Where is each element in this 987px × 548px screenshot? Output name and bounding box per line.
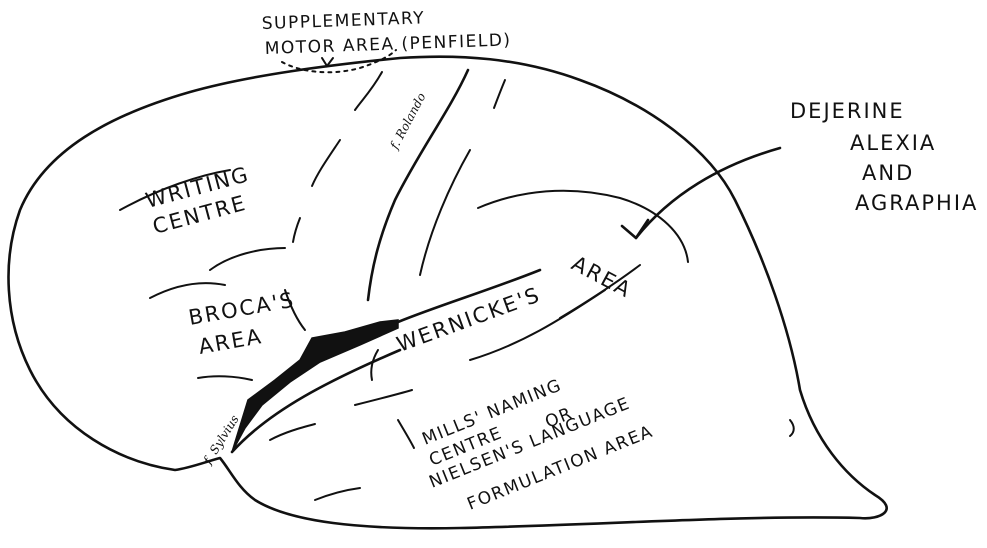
- wernicke-label: WERNICKE'S AREA: [394, 251, 636, 356]
- broca-label: BROCA'S AREA: [187, 288, 297, 359]
- wernicke-area-word: AREA: [568, 251, 636, 303]
- dejerine-line-1: DEJERINE: [790, 99, 905, 123]
- temporal-sulcus-2: [270, 424, 315, 440]
- temporal-sulcus-1: [355, 390, 412, 405]
- temporal-notch: [790, 420, 794, 436]
- supplementary-motor-label: SUPPLEMENTARY MOTOR AREA (PENFIELD): [261, 8, 511, 59]
- dejerine-label: DEJERINE ALEXIA AND AGRAPHIA: [790, 99, 978, 215]
- postcentral-sulcus-2: [494, 80, 505, 108]
- broca-line-2: AREA: [197, 324, 265, 359]
- dejerine-line-2: ALEXIA: [850, 131, 936, 155]
- supplementary-line-1: SUPPLEMENTARY: [261, 8, 425, 34]
- parietal-sulcus-arc: [478, 191, 688, 262]
- rolando-label: f. Rolando: [387, 91, 429, 153]
- writing-centre-label: WRITING CENTRE: [143, 162, 252, 239]
- precentral-sulcus-2: [312, 140, 340, 186]
- dejerine-line-4: AGRAPHIA: [855, 191, 978, 215]
- orbital-line: [198, 376, 252, 380]
- precentral-sulcus: [355, 72, 382, 110]
- mills-label: MILLS' NAMING CENTRE OR NIELSEN'S LANGUA…: [419, 375, 656, 514]
- dejerine-line-3: AND: [862, 161, 914, 185]
- broca-line-1: BROCA'S: [187, 288, 297, 330]
- naming-pointer: [398, 420, 414, 448]
- temporal-sulcus-3: [315, 488, 360, 500]
- frontal-sulcus-lines: [150, 283, 225, 298]
- postcentral-sulcus: [420, 150, 470, 275]
- wernicke-left-mark: [371, 350, 378, 380]
- frontal-sulcus-mid: [210, 248, 285, 270]
- wernicke-name: WERNICKE'S: [394, 282, 544, 356]
- supplementary-line-2: MOTOR AREA (PENFIELD): [264, 30, 511, 59]
- precentral-sulcus-3: [293, 218, 300, 242]
